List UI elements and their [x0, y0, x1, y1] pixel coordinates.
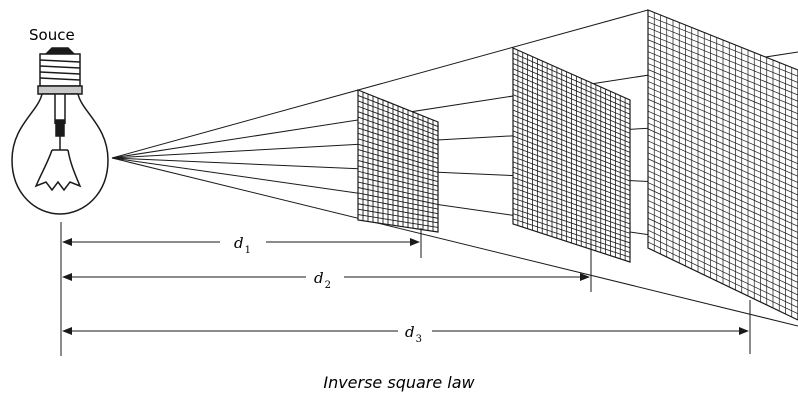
distance-markers: [60, 222, 751, 356]
distance-label-d2: d2: [314, 269, 331, 291]
diagram-caption: Inverse square law: [323, 373, 475, 392]
source-label: Souce: [29, 26, 75, 44]
grid-surface-near: [357, 89, 439, 233]
distance-label-d1: d1: [234, 234, 251, 256]
grid-surface-middle: [512, 47, 631, 263]
grid-surface-far: [647, 9, 798, 321]
distance-label-d3: d3: [405, 323, 422, 345]
light-bulb-icon: [11, 47, 109, 215]
